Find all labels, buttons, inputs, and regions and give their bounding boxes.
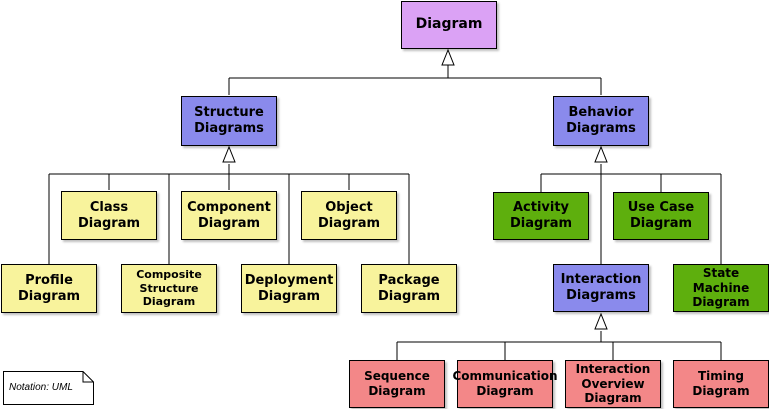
sequence-diagram-node[interactable]: Sequence Diagram — [349, 360, 445, 408]
behavior-diagrams-node[interactable]: Behavior Diagrams — [553, 96, 649, 146]
interaction-overview-diagram-node[interactable]: Interaction Overview Diagram — [565, 360, 661, 408]
note-shape — [3, 371, 94, 405]
generalization-arrowhead — [594, 145, 608, 163]
class-diagram-node[interactable]: Class Diagram — [61, 191, 157, 240]
structure-diagrams-node[interactable]: Structure Diagrams — [181, 96, 277, 146]
generalization-arrowhead — [441, 48, 455, 66]
activity-diagram-node[interactable]: Activity Diagram — [493, 192, 589, 240]
composite-structure-diagram-node[interactable]: Composite Structure Diagram — [121, 264, 217, 313]
notation-note: Notation: UML — [3, 371, 94, 405]
interaction-diagrams-node[interactable]: Interaction Diagrams — [553, 264, 649, 312]
use-case-diagram-node[interactable]: Use Case Diagram — [613, 192, 709, 240]
generalization-arrowhead — [594, 312, 608, 330]
communication-diagram-node[interactable]: Communication Diagram — [452, 360, 558, 408]
generalization-arrowhead — [222, 145, 236, 163]
package-diagram-node[interactable]: Package Diagram — [361, 264, 457, 313]
deployment-diagram-node[interactable]: Deployment Diagram — [241, 264, 337, 313]
state-machine-diagram-node[interactable]: State Machine Diagram — [673, 264, 769, 312]
diagram-root-node[interactable]: Diagram — [401, 1, 497, 49]
notation-label: Notation: UML — [9, 382, 73, 393]
component-diagram-node[interactable]: Component Diagram — [181, 191, 277, 240]
profile-diagram-node[interactable]: Profile Diagram — [1, 264, 97, 313]
timing-diagram-node[interactable]: Timing Diagram — [673, 360, 769, 408]
object-diagram-node[interactable]: Object Diagram — [301, 191, 397, 240]
